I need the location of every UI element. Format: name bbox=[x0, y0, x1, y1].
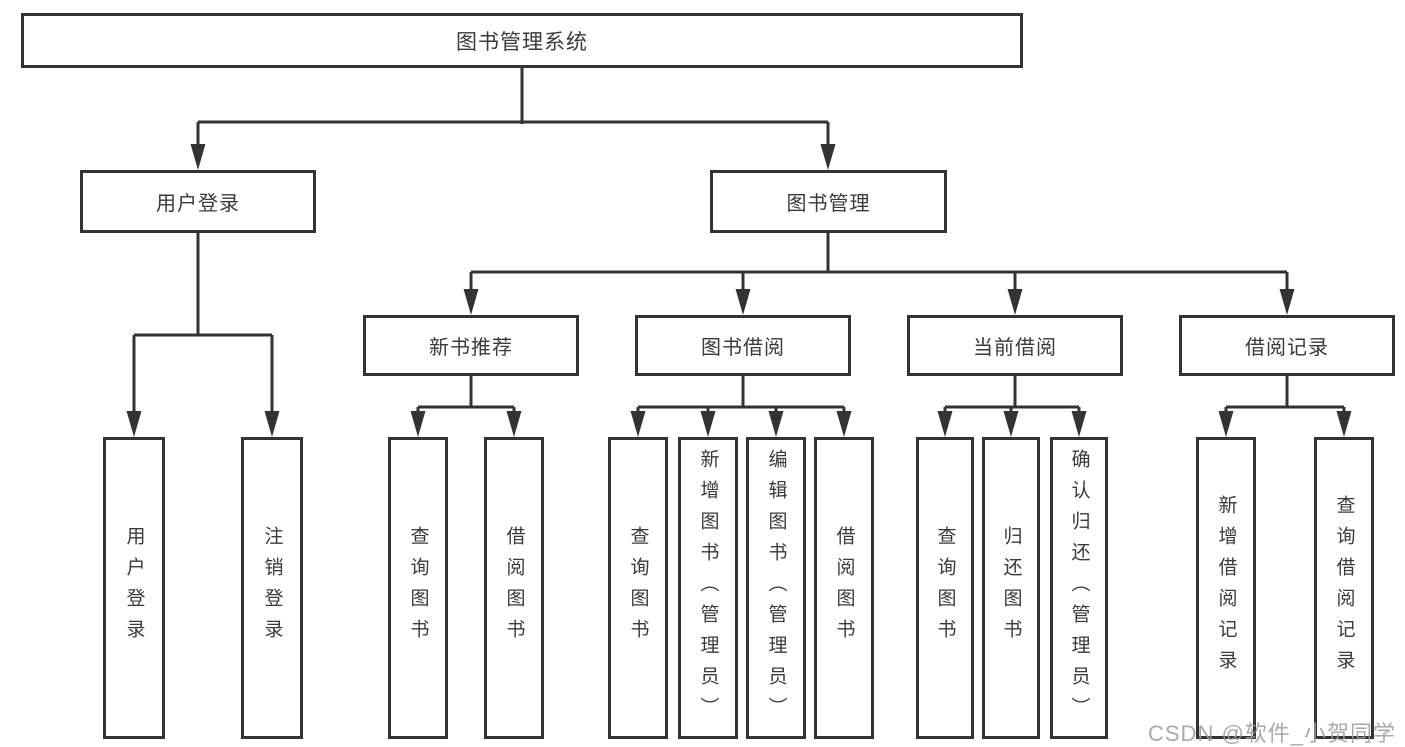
leaf-borrow-books-borrowing: 借阅图书 bbox=[814, 437, 874, 739]
leaf-query-books-recommend: 查询图书 bbox=[388, 437, 448, 739]
arrowhead bbox=[264, 411, 280, 437]
edge-root-to-level2 bbox=[190, 68, 836, 170]
edge-book-management-to-level3 bbox=[463, 233, 1295, 315]
leaf-logout: 注销登录 bbox=[241, 437, 303, 739]
arrowhead bbox=[1003, 411, 1019, 437]
edge-user-login-to-leaves bbox=[126, 233, 280, 437]
arrowhead bbox=[1218, 411, 1234, 437]
arrowhead bbox=[1007, 289, 1023, 315]
arrowhead bbox=[820, 144, 836, 170]
leaf-add-book-admin: 新增图书（管理员） bbox=[678, 437, 738, 739]
arrowhead bbox=[1279, 289, 1295, 315]
arrowhead bbox=[126, 411, 142, 437]
leaf-borrow-books-recommend: 借阅图书 bbox=[484, 437, 544, 739]
node-library-management-system: 图书管理系统 bbox=[21, 13, 1023, 68]
arrowhead bbox=[463, 289, 479, 315]
arrowhead bbox=[1336, 411, 1352, 437]
arrowhead bbox=[1071, 411, 1087, 437]
arrowhead bbox=[735, 289, 751, 315]
node-new-book-recommend: 新书推荐 bbox=[363, 315, 579, 376]
edge-current-borrowing-to-leaves bbox=[937, 376, 1087, 437]
csdn-watermark: CSDN @软件_小贺同学 bbox=[1148, 721, 1397, 746]
leaf-query-borrow-record: 查询借阅记录 bbox=[1314, 437, 1374, 739]
node-borrowing-records: 借阅记录 bbox=[1179, 315, 1395, 376]
arrowhead bbox=[700, 411, 716, 437]
arrowhead bbox=[190, 144, 206, 170]
edge-book-borrowing-to-leaves bbox=[630, 376, 852, 437]
leaf-query-books-borrowing: 查询图书 bbox=[608, 437, 668, 739]
node-user-login: 用户登录 bbox=[80, 170, 316, 233]
arrowhead bbox=[768, 411, 784, 437]
leaf-return-books: 归还图书 bbox=[982, 437, 1040, 739]
leaf-add-borrow-record: 新增借阅记录 bbox=[1196, 437, 1256, 739]
leaf-edit-book-admin: 编辑图书（管理员） bbox=[746, 437, 806, 739]
leaf-user-login: 用户登录 bbox=[103, 437, 165, 739]
node-book-management: 图书管理 bbox=[710, 170, 947, 233]
arrowhead bbox=[836, 411, 852, 437]
arrowhead bbox=[937, 411, 953, 437]
node-book-borrowing: 图书借阅 bbox=[635, 315, 851, 376]
leaf-confirm-return-admin: 确认归还（管理员） bbox=[1050, 437, 1108, 739]
arrowhead bbox=[506, 411, 522, 437]
leaf-query-books-current: 查询图书 bbox=[916, 437, 974, 739]
edge-new-book-recommend-to-leaves bbox=[410, 376, 522, 437]
arrowhead bbox=[630, 411, 646, 437]
arrowhead bbox=[410, 411, 426, 437]
edge-borrowing-records-to-leaves bbox=[1218, 376, 1352, 437]
node-current-borrowing: 当前借阅 bbox=[907, 315, 1123, 376]
